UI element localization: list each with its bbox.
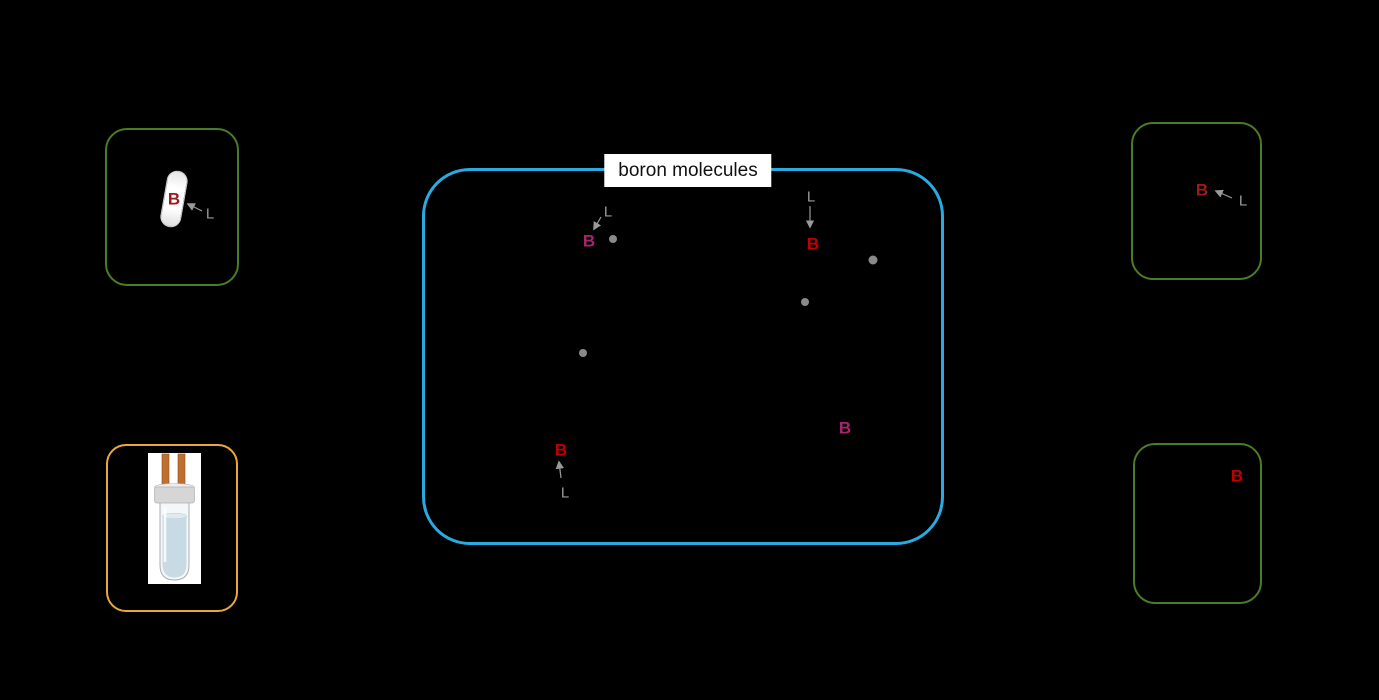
box-title: boron molecules: [604, 154, 772, 187]
test-tube-box: [106, 444, 238, 612]
tube-panel: [148, 453, 201, 584]
boron-label: B: [838, 418, 852, 438]
bottom-right-compartment-box: B: [1133, 443, 1262, 604]
capsule-compartment-box: B L: [105, 128, 239, 286]
tube-cap: [154, 486, 195, 504]
test-tube-icon: [154, 453, 195, 581]
ligand-label: L: [806, 188, 816, 206]
liquid-meniscus: [162, 512, 187, 520]
boron-label: B: [1230, 466, 1244, 486]
boron-label: B: [167, 189, 181, 209]
boron-label: B: [582, 231, 596, 251]
boron-label: B: [806, 234, 820, 254]
boron-label: B: [554, 440, 568, 460]
ligand-label: L: [205, 205, 215, 223]
boron-label: B: [1195, 180, 1209, 200]
ligand-label: L: [560, 484, 570, 502]
top-right-compartment-box: B L: [1131, 122, 1262, 280]
boron-molecules-box: boron molecules L B L B B L B: [422, 154, 944, 545]
tube-liquid: [162, 516, 187, 578]
ligand-label: L: [1238, 192, 1248, 210]
ligand-label: L: [603, 203, 613, 221]
